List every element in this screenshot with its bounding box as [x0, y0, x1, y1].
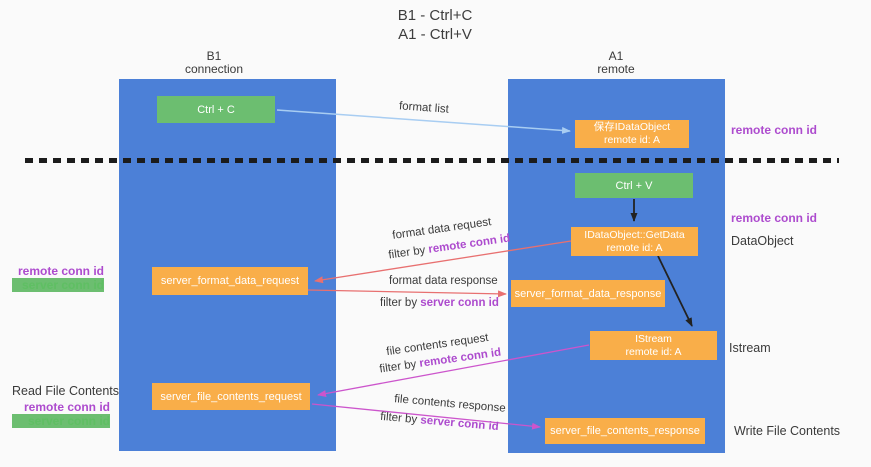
- left-bottom-annotations: Read File Contents remote conn id server…: [12, 384, 120, 428]
- filter-by-text: filter by: [380, 297, 421, 309]
- istream-line2: remote id: A: [625, 345, 682, 358]
- server-file-contents-request-node: server_file_contents_request: [152, 383, 310, 410]
- filter-by-text: filter by: [378, 357, 421, 376]
- istream-line1: IStream: [635, 332, 672, 345]
- server-format-data-request-label: server_format_data_request: [160, 275, 300, 287]
- lane-header-a1: A1 remote: [556, 50, 676, 76]
- left-bottom-remote-conn-id-annotation: remote conn id: [23, 400, 110, 414]
- server-file-contents-response-label: server_file_contents_response: [550, 425, 700, 437]
- remote-conn-id-key: remote conn id: [427, 232, 511, 256]
- filter-by-text: filter by: [387, 243, 430, 262]
- server-conn-id-key: server conn id: [420, 297, 499, 309]
- server-file-contents-request-label: server_file_contents_request: [160, 390, 302, 403]
- left-mid-remote-conn-id-annotation: remote conn id: [17, 264, 104, 278]
- save-idataobject-line2: remote id: A: [603, 134, 661, 146]
- write-file-contents-annotation: Write File Contents: [734, 424, 841, 438]
- right-top-remote-conn-id-annotation: remote conn id: [731, 123, 818, 137]
- right-mid-remote-conn-id-annotation: remote conn id: [731, 211, 818, 225]
- lane-a1-name: A1: [608, 49, 624, 63]
- server-format-data-response-node: server_format_data_response: [511, 280, 665, 307]
- lane-header-b1: B1 connection: [154, 50, 274, 76]
- getdata-line1: IDataObject::GetData: [584, 228, 685, 241]
- ctrl-v-label: Ctrl + V: [615, 179, 653, 192]
- server-conn-id-key: server conn id: [419, 414, 500, 434]
- format-request-to-response-arrow: [307, 289, 507, 298]
- file-contents-response-filter-label: filter by server conn id: [380, 411, 499, 433]
- istream-node: IStream remote id: A: [590, 331, 717, 360]
- format-list-edge-label: format list: [398, 100, 450, 116]
- dataobject-annotation: DataObject: [731, 234, 794, 248]
- file-contents-response-edge-label: file contents response: [393, 393, 507, 415]
- istream-annotation: Istream: [729, 341, 771, 355]
- getdata-node: IDataObject::GetData remote id: A: [571, 227, 698, 256]
- title-line-1: B1 - Ctrl+C: [397, 7, 473, 24]
- left-mid-conn-id-annotations: remote conn id server conn id: [12, 264, 104, 292]
- session-divider-dashed-line: [25, 158, 839, 163]
- ctrl-c-node: Ctrl + C: [157, 96, 275, 123]
- server-format-data-response-label: server_format_data_response: [514, 287, 662, 300]
- diagram-title: B1 - Ctrl+C A1 - Ctrl+V: [330, 6, 540, 44]
- lane-b1-name: B1: [206, 49, 222, 63]
- getdata-line2: remote id: A: [606, 241, 663, 254]
- format-data-response-filter-label: filter by server conn id: [380, 297, 499, 309]
- filter-by-text: filter by: [379, 410, 421, 427]
- server-format-data-request-node: server_format_data_request: [152, 267, 308, 295]
- lane-b1-role: connection: [184, 62, 244, 76]
- ctrl-c-label: Ctrl + C: [197, 103, 235, 116]
- server-file-contents-response-node: server_file_contents_response: [545, 418, 705, 444]
- left-mid-server-conn-id-annotation: server conn id: [12, 278, 104, 292]
- title-line-2: A1 - Ctrl+V: [398, 26, 472, 43]
- format-data-response-edge-label: format data response: [389, 275, 498, 287]
- save-idataobject-line1: 保存IDataObject: [593, 121, 671, 133]
- save-idataobject-node: 保存IDataObject remote id: A: [575, 120, 689, 148]
- ctrl-v-node: Ctrl + V: [575, 173, 693, 198]
- left-bottom-server-conn-id-annotation: server conn id: [12, 414, 110, 428]
- lane-a1-role: remote: [597, 62, 635, 76]
- read-file-contents-annotation: Read File Contents: [12, 384, 120, 398]
